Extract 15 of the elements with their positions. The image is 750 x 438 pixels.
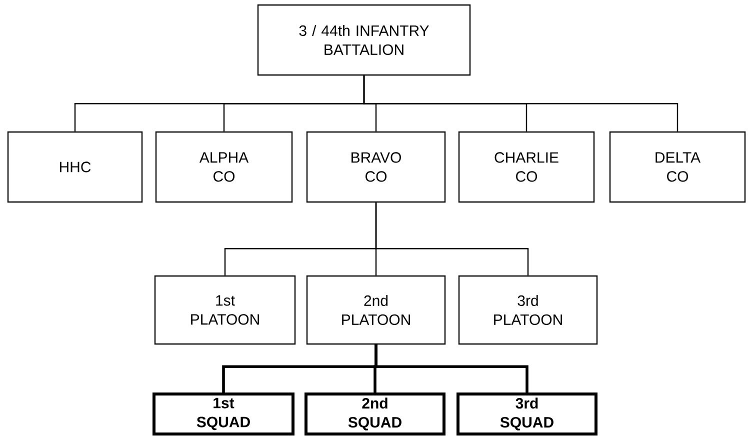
squad-box: 1st SQUAD	[152, 392, 294, 436]
unit-box: DELTA CO	[609, 131, 746, 203]
unit-box: 3 / 44th INFANTRY BATTALION	[257, 4, 471, 76]
unit-box: 1st PLATOON	[154, 275, 296, 345]
unit-box: CHARLIE CO	[458, 131, 595, 203]
unit-box: 2nd PLATOON	[306, 275, 446, 345]
connector-line	[363, 76, 678, 132]
unit-box: 3rd PLATOON	[458, 275, 598, 345]
squad-box: 3rd SQUAD	[456, 392, 598, 436]
connector-line	[374, 344, 528, 392]
unit-box: ALPHA CO	[155, 131, 293, 203]
squad-box: 2nd SQUAD	[304, 392, 446, 436]
unit-box: BRAVO CO	[306, 131, 446, 203]
unit-box: HHC	[7, 131, 143, 203]
connector-line	[375, 202, 529, 276]
